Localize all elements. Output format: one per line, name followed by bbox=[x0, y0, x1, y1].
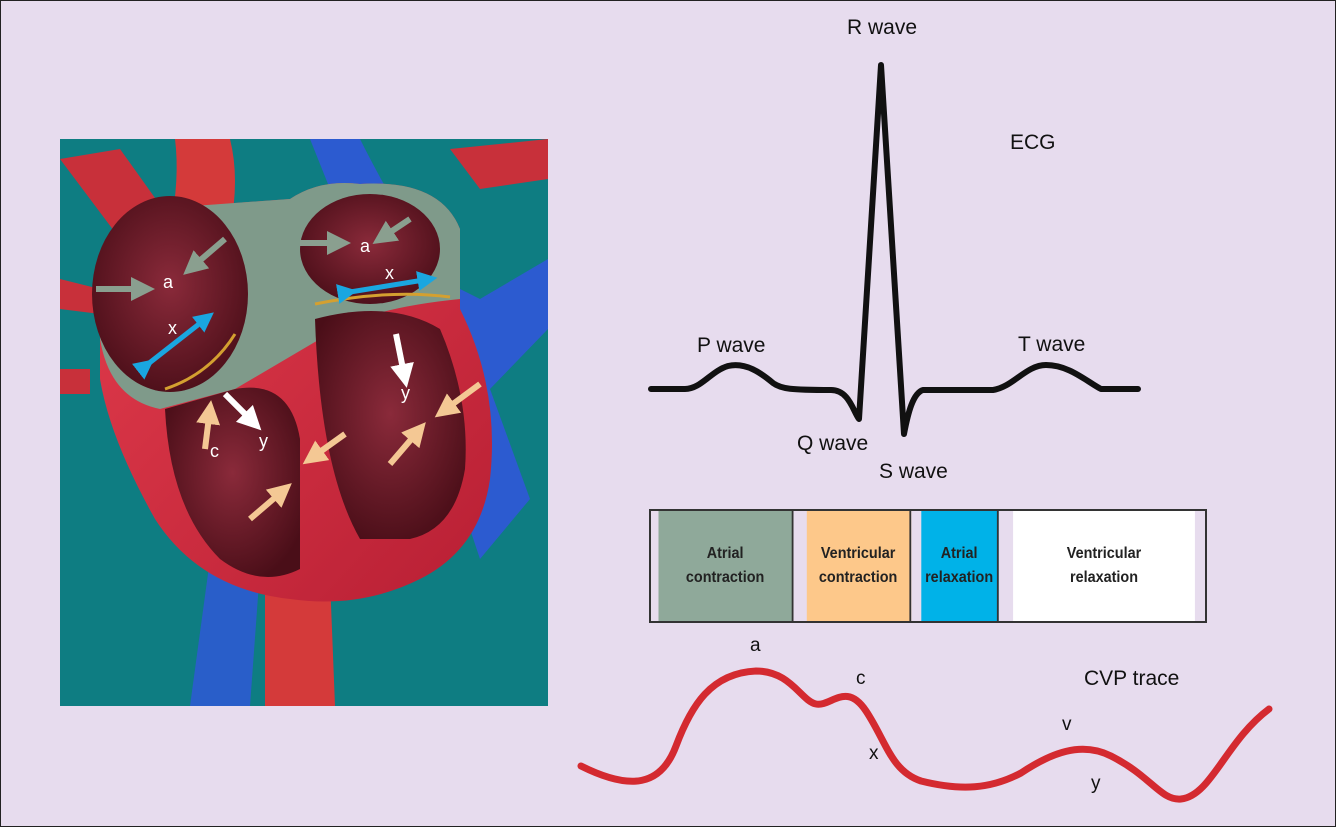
cvp-y-label: y bbox=[1091, 773, 1101, 794]
right-ventricle bbox=[165, 387, 300, 577]
ecg-p-wave-label: P wave bbox=[697, 334, 766, 357]
heart-label-ra-x: x bbox=[168, 318, 177, 338]
ecg-q-wave-label: Q wave bbox=[797, 432, 869, 455]
right-atrium bbox=[92, 196, 248, 392]
heart-label-la-x: x bbox=[385, 263, 394, 283]
ecg-s-wave-label: S wave bbox=[879, 460, 948, 483]
heart-drawing bbox=[60, 139, 548, 706]
left-ventricle bbox=[315, 311, 466, 539]
vena-cava-lower bbox=[190, 559, 260, 706]
cvp-c-label: c bbox=[856, 668, 866, 689]
vessel-right bbox=[450, 139, 548, 189]
cvp-a-label: a bbox=[750, 635, 761, 656]
cvp-x-label: x bbox=[869, 743, 879, 764]
ecg-r-wave-label: R wave bbox=[847, 16, 918, 39]
ecg-trace bbox=[648, 62, 1141, 437]
heart-label-la-a: a bbox=[360, 236, 371, 256]
heart-label-rv-y: y bbox=[259, 431, 268, 451]
heart-illustration: a x a x c y y bbox=[60, 139, 548, 706]
ecg-waveform bbox=[648, 62, 1141, 437]
descending-aorta bbox=[265, 579, 335, 706]
cvp-title: CVP trace bbox=[1084, 667, 1180, 690]
cvp-waveform bbox=[577, 667, 1273, 803]
cvp-v-label: v bbox=[1062, 714, 1072, 735]
ecg-title: ECG bbox=[1010, 131, 1056, 154]
heart-label-rv-c: c bbox=[210, 441, 219, 461]
heart-label-lv-y: y bbox=[401, 383, 410, 403]
cvp-trace bbox=[577, 667, 1273, 803]
heart-label-ra-a: a bbox=[163, 272, 174, 292]
ecg-t-wave-label: T wave bbox=[1018, 333, 1086, 356]
